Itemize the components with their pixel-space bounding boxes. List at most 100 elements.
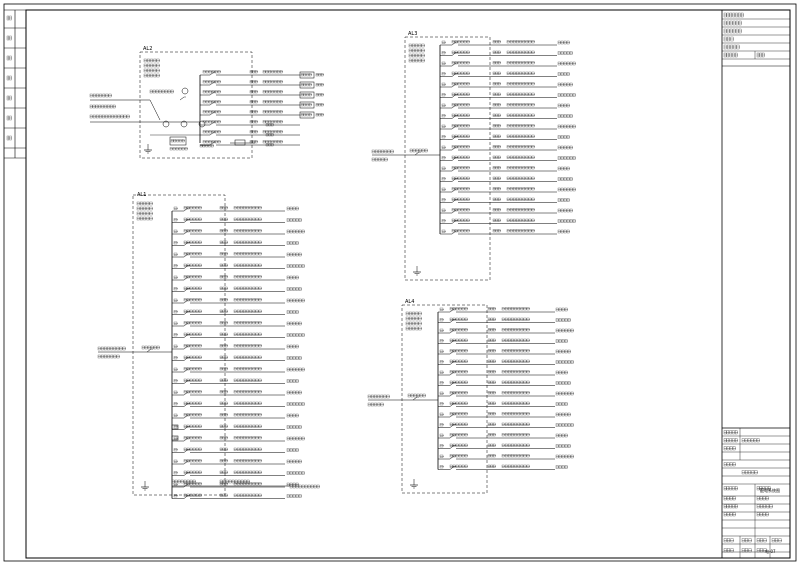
phase-label xyxy=(441,124,446,128)
breaker-contact xyxy=(183,403,189,407)
phase-label xyxy=(439,444,444,448)
feeder-circuit xyxy=(438,422,574,428)
cable-spec xyxy=(233,413,262,417)
load-description xyxy=(555,391,574,396)
phase-label xyxy=(173,321,178,325)
circuit-number xyxy=(487,349,496,353)
cable-spec xyxy=(501,338,530,342)
phase-label xyxy=(173,390,178,394)
ground-symbol xyxy=(410,479,418,489)
load-description xyxy=(557,51,573,55)
cable-spec xyxy=(506,208,535,212)
title-text xyxy=(756,512,769,517)
title-text xyxy=(723,28,742,34)
panel-parameters xyxy=(136,216,153,221)
breaker-spec xyxy=(451,218,470,222)
feeder-circuit xyxy=(440,50,573,56)
panel-AL1: AL1 xyxy=(97,192,320,499)
feeder-circuit xyxy=(438,443,571,449)
load-description xyxy=(286,402,305,406)
load-description xyxy=(557,198,570,202)
load-description xyxy=(286,344,299,349)
title-text xyxy=(756,52,765,58)
breaker-contact xyxy=(183,288,189,292)
breaker-symbol xyxy=(183,368,190,373)
breaker-spec xyxy=(183,390,202,394)
breaker-spec xyxy=(183,321,202,325)
load-description xyxy=(557,166,570,171)
load-description xyxy=(557,208,573,213)
feeder-circuit xyxy=(200,100,324,109)
load-description xyxy=(557,145,573,150)
breaker-symbol xyxy=(183,230,190,235)
load-description xyxy=(286,287,302,291)
phase-label xyxy=(441,51,446,55)
breaker-contact xyxy=(209,101,215,106)
breaker-spec xyxy=(183,298,202,302)
breaker-spec xyxy=(183,413,202,417)
phase-label xyxy=(173,287,178,291)
inner-frame xyxy=(25,9,791,559)
cable-spec xyxy=(506,50,535,54)
cable-spec xyxy=(262,70,283,74)
breaker-symbol xyxy=(451,199,458,203)
breaker-spec xyxy=(183,424,202,428)
cable-spec xyxy=(501,454,530,458)
title-text xyxy=(741,548,752,553)
load-description xyxy=(286,333,305,337)
strip-text xyxy=(6,15,12,21)
circuit-number xyxy=(492,166,501,170)
phase-label xyxy=(173,206,178,210)
feeder-circuit xyxy=(172,390,302,396)
breaker-symbol xyxy=(183,219,190,223)
panel-AL3: AL3 xyxy=(371,31,576,281)
breaker-contact xyxy=(183,253,189,258)
feeder-circuit xyxy=(172,286,302,292)
breaker-symbol xyxy=(449,434,456,439)
phase-label xyxy=(173,252,178,256)
cable-spec xyxy=(233,436,262,440)
breaker-symbol xyxy=(449,445,456,449)
breaker-contact xyxy=(451,188,457,193)
panel-parameters xyxy=(136,201,153,206)
breaker-contact xyxy=(183,483,189,488)
circuit-number xyxy=(492,176,501,180)
title-text xyxy=(756,538,767,543)
cable-spec xyxy=(262,100,283,104)
cable-spec xyxy=(506,155,535,159)
feeder-circuit xyxy=(200,130,300,137)
circuit-number xyxy=(219,309,228,313)
breaker-contact xyxy=(449,403,455,407)
phase-label xyxy=(173,229,178,233)
feeder-circuit xyxy=(440,197,570,203)
ct-icon xyxy=(181,87,189,95)
breaker-contact xyxy=(183,276,189,281)
breaker-contact xyxy=(183,334,189,338)
breaker-symbol xyxy=(183,449,190,453)
sub-panel-name xyxy=(300,113,312,117)
breaker-symbol xyxy=(451,178,458,182)
breaker-symbol xyxy=(449,308,456,313)
breaker-contact xyxy=(183,437,189,442)
circuit-number xyxy=(492,187,501,191)
breaker-spec xyxy=(183,275,202,279)
feeder-circuit xyxy=(440,61,576,67)
breaker-symbol xyxy=(179,96,186,101)
breaker-contact xyxy=(183,391,189,396)
phase-label xyxy=(439,349,444,353)
circuit-number xyxy=(249,90,258,94)
phase-label xyxy=(439,328,444,332)
load-description xyxy=(289,484,320,489)
title-text xyxy=(741,538,752,543)
breaker-spec xyxy=(449,370,468,374)
circuit-number xyxy=(219,252,228,256)
breaker-contact xyxy=(183,322,189,327)
circuit-number xyxy=(219,217,228,221)
breaker-symbol xyxy=(451,41,458,46)
cable-spec xyxy=(501,307,530,311)
panel-parameters xyxy=(143,73,160,78)
circuit-number xyxy=(219,321,228,325)
breaker-spec xyxy=(451,92,470,96)
load-description xyxy=(555,465,568,469)
phase-label xyxy=(439,381,444,385)
